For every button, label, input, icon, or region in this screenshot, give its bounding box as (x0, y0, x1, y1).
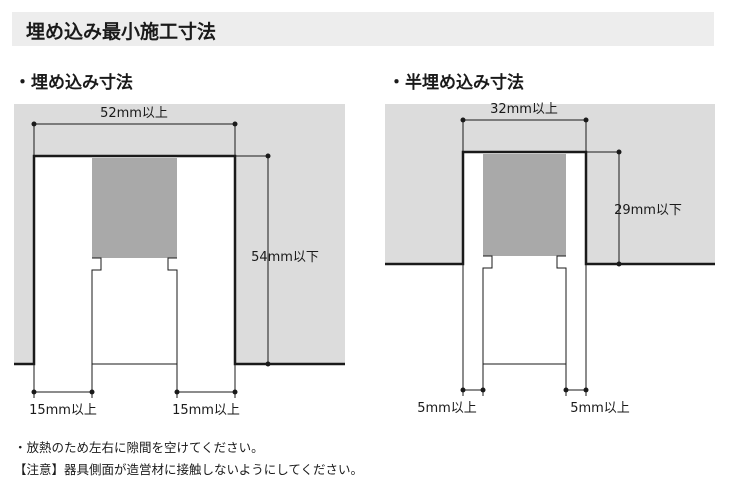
half-embed-right-clearance-label: 5mm以上 (570, 401, 630, 416)
full-embed-section-label: ・埋め込み寸法 (14, 73, 133, 93)
half-embed-cavity-outline (385, 150, 715, 266)
half-embed-left-clearance-label: 5mm以上 (417, 401, 477, 416)
half-embed-section-label: ・半埋め込み寸法 (388, 73, 524, 93)
page-title: 埋め込み最小施工寸法 (26, 21, 217, 43)
full-embed-depth-label: 54mm以下 (251, 250, 319, 265)
caution-note: 【注意】器具側面が造営材に接触しないようにしてください。 (14, 462, 364, 477)
full-embed-diagram: 52mm以上 54mm以下 15mm以上 15mm以上 (14, 104, 345, 418)
full-embed-cavity-outline (14, 154, 345, 366)
full-embed-fixture-base (91, 257, 178, 365)
full-embed-width-label: 52mm以上 (100, 106, 168, 121)
half-embed-width-label: 32mm以上 (490, 102, 558, 117)
half-embed-depth-label: 29mm以下 (614, 203, 682, 218)
heat-dissipation-note: ・放熱のため左右に隙間を空けてください。 (14, 440, 264, 455)
half-embed-fixture-base (482, 255, 567, 365)
half-embed-fixture-body (483, 154, 566, 256)
full-embed-left-clearance-label: 15mm以上 (29, 403, 97, 418)
title-bar: 埋め込み最小施工寸法 (12, 12, 714, 46)
full-embed-right-clearance-label: 15mm以上 (172, 403, 240, 418)
half-embed-diagram: 32mm以上 29mm以下 5mm以上 5mm以上 (385, 102, 715, 416)
full-embed-fixture-body (92, 158, 177, 258)
